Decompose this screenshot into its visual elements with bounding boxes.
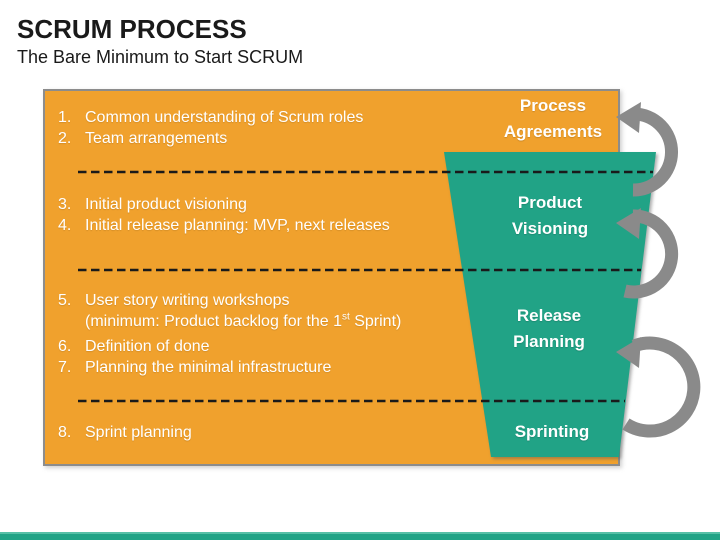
- loop-arrow-band: [632, 107, 678, 197]
- item-text: (minimum: Product backlog for the 1st Sp…: [85, 311, 609, 332]
- item-number: 4.: [58, 217, 72, 234]
- stage-label-line: Visioning: [511, 219, 589, 238]
- item-text: Common understanding of Scrum roles: [85, 109, 364, 126]
- item-number: 1.: [58, 109, 72, 126]
- list-item: 6. Definition of done: [44, 336, 609, 357]
- item-text: User story writing workshops: [85, 292, 290, 309]
- item-number: 8.: [58, 424, 72, 441]
- loop-arrow-1: [616, 102, 678, 197]
- item-number: 3.: [58, 196, 72, 213]
- stage-label-product-visioning: Product Visioning: [465, 190, 635, 242]
- list-group-2: 3. Initial product visioning 4. Initial …: [44, 194, 609, 236]
- loop-arrow-head: [616, 208, 641, 239]
- loop-arrow-3: [616, 336, 701, 438]
- item-number: [58, 311, 85, 332]
- bottom-accent-bar: [0, 532, 720, 540]
- stage-label-release-planning: Release Planning: [464, 303, 634, 355]
- stage-label-process-agreements: Process Agreements: [468, 93, 638, 145]
- stage-label-line: Planning: [513, 332, 585, 351]
- stage-label-line: Sprinting: [514, 422, 590, 441]
- slide-subtitle: The Bare Minimum to Start SCRUM: [17, 47, 304, 67]
- list-group-4: 8. Sprint planning: [44, 422, 609, 443]
- item-text-post: Sprint): [349, 313, 402, 330]
- list-item: 8. Sprint planning: [44, 422, 609, 443]
- loop-arrow-band: [623, 209, 679, 299]
- item-text: Initial release planning: MVP, next rele…: [85, 217, 390, 234]
- item-text: Definition of done: [85, 338, 210, 355]
- item-text: Planning the minimal infrastructure: [85, 359, 332, 376]
- item-number: 5.: [58, 292, 72, 309]
- list-item: 4. Initial release planning: MVP, next r…: [44, 215, 609, 236]
- stage-label-line: Product: [517, 193, 583, 212]
- stage-label-sprinting: Sprinting: [467, 419, 637, 445]
- list-item: 3. Initial product visioning: [44, 194, 609, 215]
- item-text-superscript: st: [342, 311, 350, 323]
- funnel-shape: [444, 152, 656, 457]
- loop-arrow-head: [616, 337, 641, 368]
- stage-label-line: Process: [519, 96, 587, 115]
- item-text: Team arrangements: [85, 130, 228, 147]
- list-item: 7. Planning the minimal infrastructure: [44, 357, 609, 378]
- list-item: 1. Common understanding of Scrum roles: [44, 107, 609, 128]
- loop-arrow-head: [616, 102, 641, 133]
- stage-label-line: Agreements: [503, 122, 603, 141]
- item-text: Initial product visioning: [85, 196, 247, 213]
- list-item: 2. Team arrangements: [44, 128, 609, 149]
- item-text: Sprint planning: [85, 424, 192, 441]
- list-group-1: 1. Common understanding of Scrum roles 2…: [44, 107, 609, 149]
- item-number: 6.: [58, 338, 72, 355]
- item-number: 2.: [58, 130, 72, 147]
- item-number: 7.: [58, 359, 72, 376]
- loop-arrow-2: [616, 208, 679, 299]
- slide-title: SCRUM PROCESS: [17, 14, 247, 44]
- loop-arrow-band: [622, 336, 701, 438]
- list-group-3: 5. User story writing workshops (minimum…: [44, 290, 609, 378]
- stage-label-line: Release: [516, 306, 582, 325]
- list-item-continuation: (minimum: Product backlog for the 1st Sp…: [44, 311, 609, 332]
- item-text-pre: (minimum: Product backlog for the 1: [85, 313, 342, 330]
- list-item: 5. User story writing workshops: [44, 290, 609, 311]
